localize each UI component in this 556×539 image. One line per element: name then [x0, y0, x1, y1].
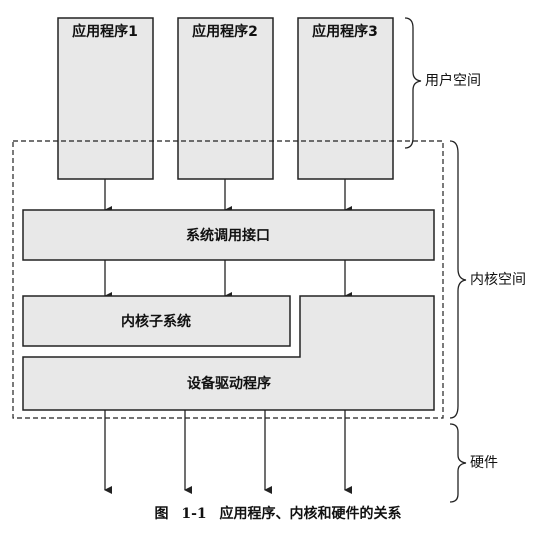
device-driver-box	[22, 295, 435, 411]
device-driver-label: 设备驱动程序	[187, 376, 271, 392]
app1-label: 应用程序1	[72, 24, 138, 40]
app3-label: 应用程序3	[312, 24, 378, 40]
kernel-subsystem-box	[22, 295, 291, 347]
kernel-space-brace	[449, 140, 467, 419]
user-space-label: 用户空间	[425, 73, 481, 89]
kernel-space-boundary	[12, 140, 444, 419]
app2-label: 应用程序2	[192, 24, 258, 40]
kernel-subsystem-label: 内核子系统	[121, 314, 191, 330]
kernel-space-label: 内核空间	[470, 272, 526, 288]
app3-box	[297, 17, 394, 180]
user-space-brace	[404, 17, 422, 149]
figure-caption: 图 1-1 应用程序、内核和硬件的关系	[154, 506, 402, 522]
hardware-brace	[449, 423, 467, 503]
hardware-label: 硬件	[470, 455, 498, 471]
app2-box	[177, 17, 274, 180]
syscall-box	[22, 209, 435, 261]
app1-box	[57, 17, 154, 180]
syscall-label: 系统调用接口	[186, 228, 270, 244]
